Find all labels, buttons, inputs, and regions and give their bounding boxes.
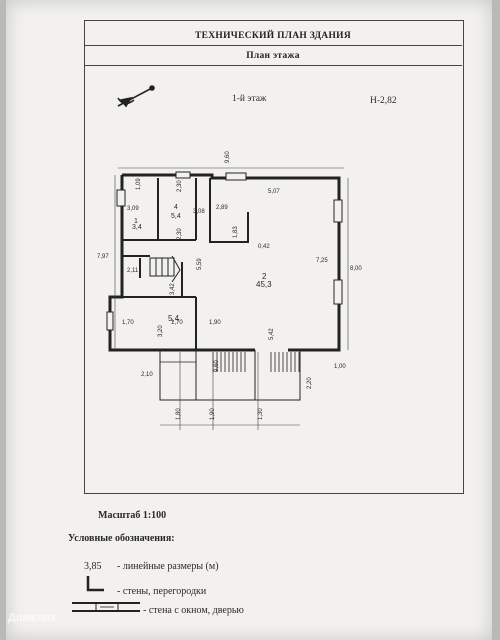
document-sheet [6, 0, 492, 640]
dim-9-60-bottom: 9,60 [214, 360, 220, 372]
dim-9-60-top: 9,60 [225, 151, 231, 163]
dim-1-90-b: 1,90 [210, 408, 216, 420]
dim-1-70-b: 1,70 [171, 320, 183, 326]
height-mark: Н-2,82 [370, 96, 397, 106]
room-2-area: 45,3 [256, 280, 272, 289]
legend-window-symbol [72, 602, 140, 612]
dim-2-20: 2,20 [307, 377, 313, 389]
dim-8-00: 8,00 [350, 266, 362, 272]
dim-1-80: 1,80 [176, 408, 182, 420]
dim-1-30: 1,30 [258, 408, 264, 420]
outer-walls [108, 173, 341, 352]
room-4-area: 5,4 [171, 213, 181, 220]
dim-1-70-a: 1,70 [122, 320, 134, 326]
legend-linear-text: - линейные размеры (м) [117, 561, 219, 572]
dim-5-59: 5,59 [197, 258, 203, 270]
dim-2-10: 2,10 [141, 372, 153, 378]
terrace [159, 349, 301, 401]
dim-1-09: 1,09 [136, 178, 142, 190]
legend-sample-value: 3,85 [84, 561, 102, 572]
document-frame [84, 20, 464, 494]
legend-window-text: - стена с окном, дверью [143, 605, 244, 616]
dimension-lines [114, 167, 349, 430]
floor-label: 1-й этаж [232, 94, 267, 104]
room-2-number: 2 [262, 272, 267, 281]
document-title: ТЕХНИЧЕСКИЙ ПЛАН ЗДАНИЯ [84, 26, 462, 46]
dim-1-90-a: 1,90 [209, 320, 221, 326]
stairs-symbol [149, 255, 181, 283]
dim-2-89: 2,89 [216, 205, 228, 211]
dim-7-97: 7,97 [97, 254, 109, 260]
dim-3-08: 3,08 [193, 209, 205, 215]
window-marks [106, 171, 343, 331]
dim-2-30-b: 2,30 [177, 228, 183, 240]
partitions [122, 178, 249, 350]
room-4-number: 4 [174, 204, 178, 211]
dim-3-09: 3,09 [127, 206, 139, 212]
dim-1-00: 1,00 [334, 364, 346, 370]
document-subtitle: План этажа [84, 46, 462, 66]
north-arrow-icon [117, 85, 155, 108]
legend-walls-text: - стены, перегородки [117, 586, 207, 597]
porch-steps [160, 352, 300, 372]
dim-3-20: 3,20 [158, 325, 164, 337]
room-1-number: 1 [134, 218, 138, 225]
dim-7-25: 7,25 [316, 258, 328, 264]
legend-wall-symbol [86, 576, 104, 592]
room-1-area: 3,4 [132, 224, 142, 231]
dim-5-07: 5,07 [268, 189, 280, 195]
dim-0-42: 0,42 [258, 244, 270, 250]
dim-2-30-a: 2,30 [177, 180, 183, 192]
dim-1-83: 1,83 [233, 226, 239, 238]
legend-title: Условные обозначения: [68, 533, 175, 544]
dim-3-42: 3,42 [170, 283, 176, 295]
dim-2-11: 2,11 [127, 268, 139, 274]
room-5-area: 5,4 [168, 314, 180, 323]
scale-label: Масштаб 1:100 [98, 510, 167, 521]
watermark: Домклик [8, 612, 56, 624]
dim-5-42: 5,42 [269, 328, 275, 340]
